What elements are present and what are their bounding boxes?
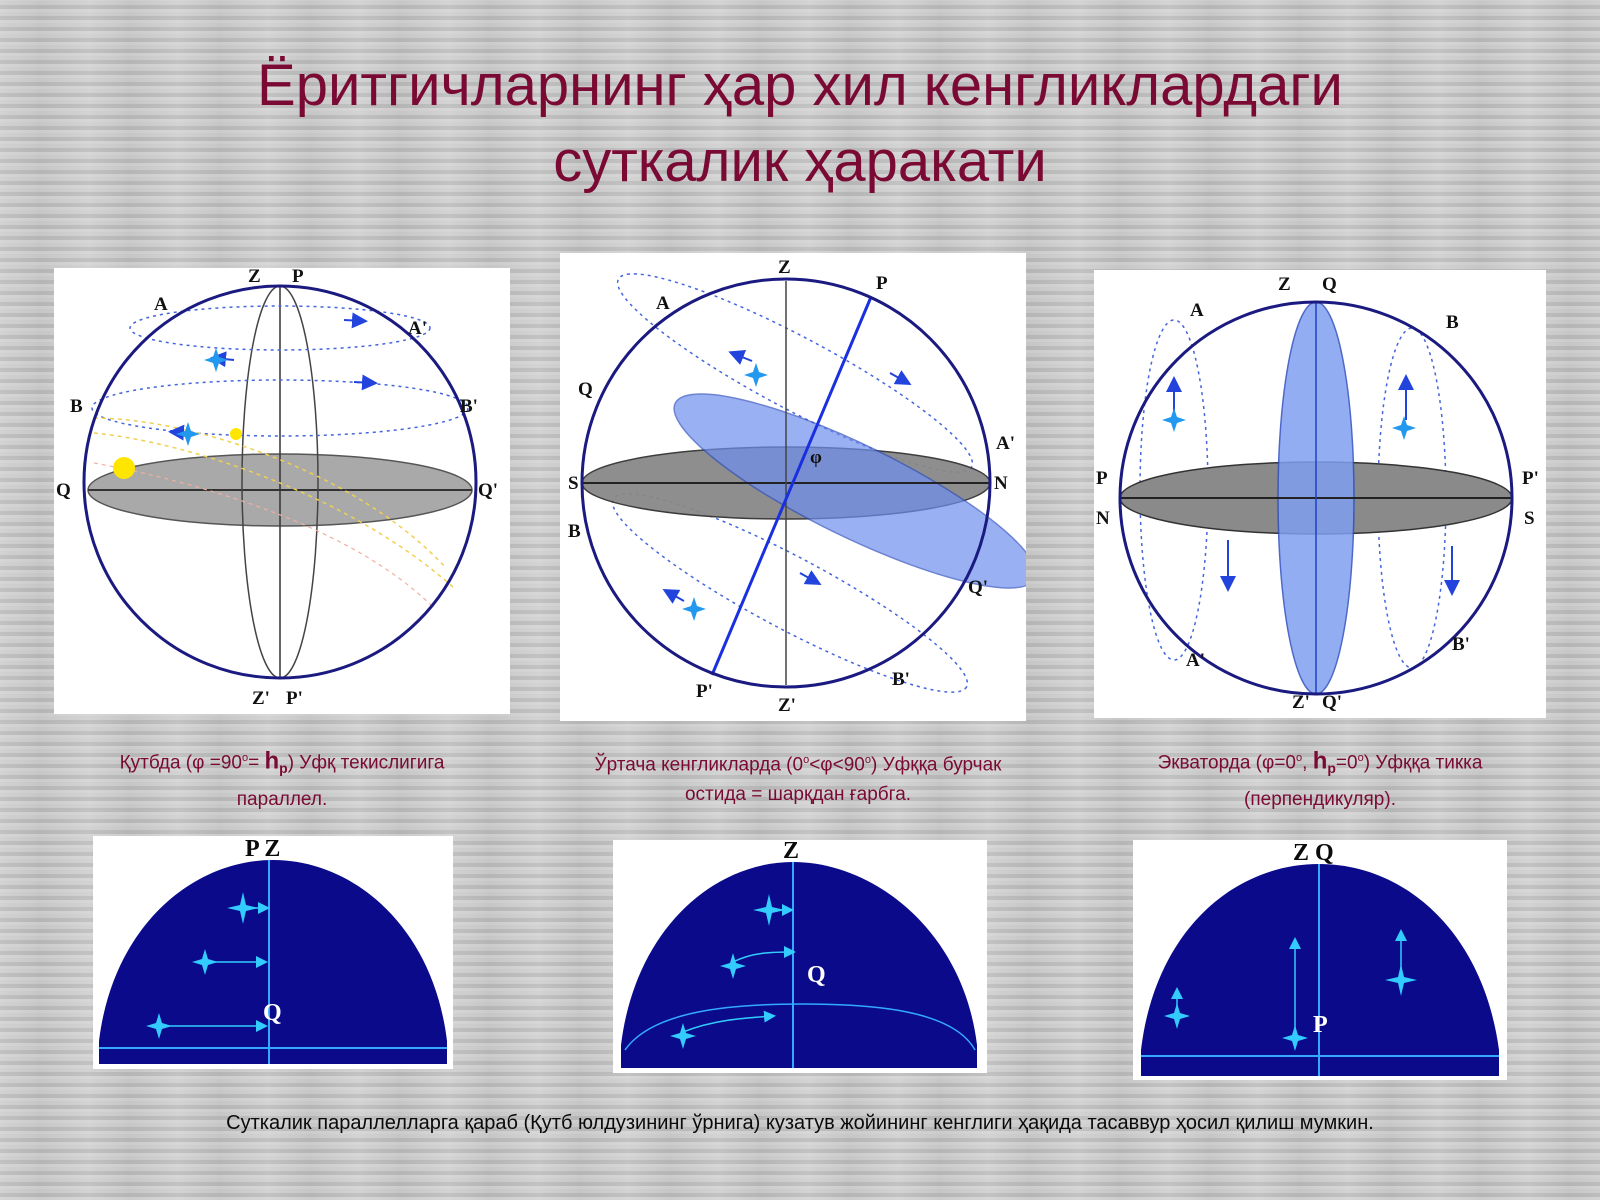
label-p-prime: P' xyxy=(696,681,713,702)
label-b-prime: B' xyxy=(892,669,910,690)
label-b-prime: B' xyxy=(460,396,478,417)
dome-q-label: Q xyxy=(807,962,826,988)
footer-note: Суткалик параллелларга қараб (Қутб юлдуз… xyxy=(226,1112,1374,1134)
star-icon xyxy=(1392,416,1416,440)
label-z-prime: Z' xyxy=(1292,692,1310,713)
label-a: A xyxy=(154,294,168,315)
title-line-1: Ёритгичларнинг ҳар хил кенгликлардаги xyxy=(257,53,1343,118)
label-p: P xyxy=(876,273,888,294)
title-line-2: суткалик ҳаракати xyxy=(553,129,1047,194)
label-z-prime: Z' xyxy=(778,695,796,716)
star-icon xyxy=(192,949,218,975)
label-z: Z xyxy=(248,268,261,287)
label-p: P xyxy=(1096,468,1108,489)
star-icon xyxy=(1385,964,1417,996)
label-z: Z xyxy=(1278,274,1291,295)
label-b: B xyxy=(70,396,83,417)
label-q-prime: Q' xyxy=(1322,692,1342,713)
label-z: Z xyxy=(778,257,791,278)
star-icon xyxy=(753,894,785,926)
label-q: Q xyxy=(1322,274,1337,295)
caption-equator: Экваторда (φ=0о, hp=0о) Уфққа тикка (пер… xyxy=(1157,747,1483,811)
label-b: B xyxy=(568,521,581,542)
label-s: S xyxy=(568,473,579,494)
label-q-prime: Q' xyxy=(478,480,498,501)
label-s: S xyxy=(1524,508,1535,529)
star-icon xyxy=(227,892,259,924)
caption-pole: Қутбда (φ =90о= hp) Уфқ текислигига пара… xyxy=(119,747,445,811)
label-a-prime: A' xyxy=(1186,650,1205,671)
star-icon xyxy=(146,1013,172,1039)
star-icon xyxy=(1162,408,1186,432)
label-n: N xyxy=(1096,508,1110,529)
dome-top-label: Z xyxy=(783,840,799,864)
pole-sphere-diagram: Z P A A' B B' Q Q' Z' P' xyxy=(54,268,510,714)
label-phi: φ xyxy=(810,447,822,468)
celestial-sphere xyxy=(82,284,478,680)
star-icon xyxy=(1164,1003,1190,1029)
star-icon xyxy=(1282,1025,1308,1051)
star-icon xyxy=(744,363,768,387)
pole-sky-dome: P Z Q xyxy=(93,836,453,1069)
dome-top-label: Z Q xyxy=(1293,840,1334,866)
star-icon xyxy=(204,348,228,372)
equator-sphere-diagram: Z Q A B P P' N S A' B' Z' Q' xyxy=(1094,270,1546,718)
dome-p-label: P xyxy=(1313,1012,1328,1038)
label-q: Q xyxy=(56,480,71,501)
label-a: A xyxy=(656,293,670,314)
star-icon xyxy=(176,422,200,446)
middle-latitude-sphere-diagram: Z P A A' Q S N φ B Q' B' P' Z' xyxy=(560,253,1026,721)
label-b: B xyxy=(1446,312,1459,333)
celestial-sphere xyxy=(1118,300,1514,696)
celestial-sphere xyxy=(580,277,992,689)
middle-sky-dome: Z Q xyxy=(613,838,987,1073)
label-z-prime: Z' xyxy=(252,688,270,709)
label-p: P xyxy=(292,268,304,287)
star-icon xyxy=(682,597,706,621)
dome-q-label: Q xyxy=(263,1000,282,1026)
label-q: Q xyxy=(578,379,593,400)
dome-top-label: P Z xyxy=(245,836,280,862)
label-p-prime: P' xyxy=(1522,468,1539,489)
label-a: A xyxy=(1190,300,1204,321)
sun-icon xyxy=(113,457,135,479)
label-q-prime: Q' xyxy=(968,577,988,598)
page-title: Ёритгичларнинг ҳар хил кенгликлардаги су… xyxy=(100,48,1500,200)
sun-small-icon xyxy=(230,428,242,440)
label-a-prime: A' xyxy=(996,433,1015,454)
label-p-prime: P' xyxy=(286,688,303,709)
equator-plane xyxy=(673,393,1026,589)
label-n: N xyxy=(994,473,1008,494)
star-icon xyxy=(670,1023,696,1049)
star-icon xyxy=(720,953,746,979)
label-a-prime: A' xyxy=(408,318,427,339)
caption-middle: Ўртача кенгликларда (0о<φ<90о) Уфққа бур… xyxy=(594,754,1002,806)
label-b-prime: B' xyxy=(1452,634,1470,655)
equator-sky-dome: Z Q P xyxy=(1133,840,1507,1080)
